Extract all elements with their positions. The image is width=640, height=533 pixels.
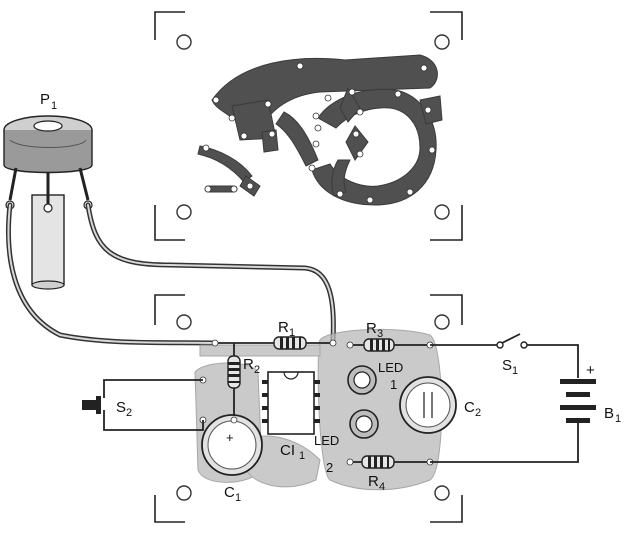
resistor-r3 bbox=[363, 338, 395, 352]
resistor-r4 bbox=[361, 455, 395, 469]
mounting-hole bbox=[176, 34, 192, 50]
label-s1-sub: 1 bbox=[512, 365, 518, 377]
pcb-component-layout bbox=[154, 294, 463, 523]
label-c2: C bbox=[464, 399, 475, 416]
label-s2: S bbox=[116, 399, 126, 416]
capacitor-c2 bbox=[399, 376, 457, 434]
mounting-hole bbox=[176, 204, 192, 220]
label-r3: R bbox=[366, 320, 377, 337]
led-1 bbox=[347, 365, 377, 395]
label-battery-plus: + bbox=[586, 362, 595, 379]
corner-mark-tl bbox=[154, 11, 185, 40]
switch-s2 bbox=[82, 379, 204, 431]
label-ci1: CI bbox=[280, 442, 295, 459]
label-c1: C bbox=[224, 484, 235, 501]
corner-mark-bl bbox=[154, 495, 185, 523]
mounting-hole bbox=[176, 314, 192, 330]
label-led-1: LED bbox=[378, 360, 403, 375]
pcb-copper-layout bbox=[154, 11, 463, 241]
label-ci1-sub: 1 bbox=[299, 450, 305, 462]
battery-b1 bbox=[430, 379, 596, 463]
switch-s1 bbox=[430, 333, 579, 378]
label-s2-sub: 2 bbox=[126, 407, 132, 419]
label-c1-sub: 1 bbox=[235, 492, 241, 504]
mounting-hole bbox=[434, 485, 450, 501]
resistor-r2 bbox=[227, 355, 241, 389]
capacitor-c1 bbox=[201, 414, 263, 476]
corner-mark-tr bbox=[430, 11, 463, 40]
label-r3-sub: 3 bbox=[377, 328, 383, 340]
label-led-2-number: 2 bbox=[326, 460, 333, 475]
led-2 bbox=[349, 409, 379, 439]
label-b1-sub: 1 bbox=[615, 413, 621, 425]
label-r4-sub: 4 bbox=[379, 481, 385, 493]
label-b1: B bbox=[604, 405, 614, 422]
corner-mark-tr bbox=[430, 294, 463, 325]
label-led-1-number: 1 bbox=[390, 377, 397, 392]
mounting-hole bbox=[176, 485, 192, 501]
label-r2-sub: 2 bbox=[254, 364, 260, 376]
corner-mark-br bbox=[430, 205, 463, 241]
mounting-hole bbox=[434, 314, 450, 330]
label-c1-plus: + bbox=[226, 430, 234, 445]
label-r1: R bbox=[278, 319, 289, 336]
copper-traces bbox=[197, 54, 443, 206]
copper-pads bbox=[202, 62, 436, 204]
label-c2-sub: 2 bbox=[475, 407, 481, 419]
label-p1-sub: 1 bbox=[51, 100, 57, 112]
component-pads bbox=[199, 339, 434, 466]
corner-mark-tl bbox=[154, 294, 185, 325]
corner-mark-br bbox=[430, 495, 463, 523]
mounting-hole bbox=[434, 34, 450, 50]
label-r1-sub: 1 bbox=[289, 327, 295, 339]
label-p1: P bbox=[40, 91, 50, 108]
label-s1: S bbox=[502, 357, 512, 374]
label-led-2: LED bbox=[314, 433, 339, 448]
corner-mark-bl bbox=[154, 205, 185, 241]
resistor-r1 bbox=[273, 336, 307, 350]
mounting-hole bbox=[434, 204, 450, 220]
label-r4: R bbox=[368, 473, 379, 490]
potentiometer-p1 bbox=[3, 115, 93, 290]
potentiometer-cables bbox=[6, 202, 336, 346]
label-r2: R bbox=[243, 356, 254, 373]
ic-ci1 bbox=[262, 371, 320, 435]
